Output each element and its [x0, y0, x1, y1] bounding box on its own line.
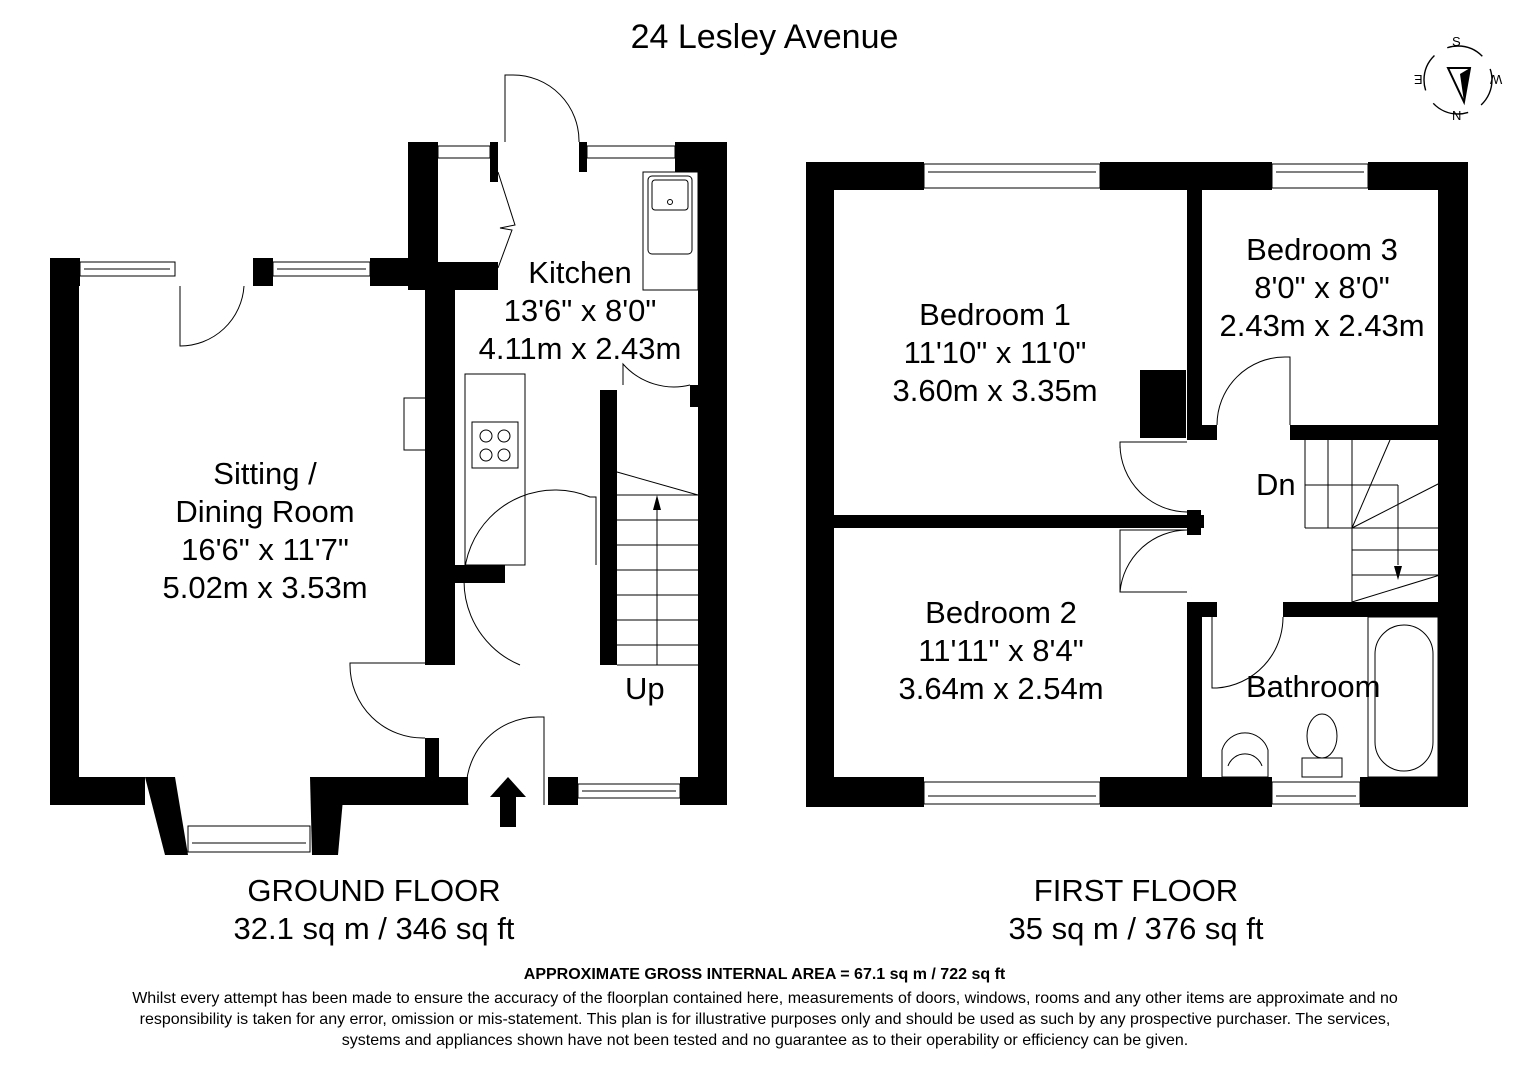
room-name-line1: Sitting /	[213, 456, 317, 491]
room-label-bathroom: Bathroom	[1246, 669, 1381, 704]
room-metric: 4.11m x 2.43m	[478, 331, 682, 366]
room-imperial: 11'11" x 8'4"	[918, 633, 1084, 668]
floor-name: GROUND FLOOR	[247, 873, 501, 908]
room-metric: 2.43m x 2.43m	[1219, 308, 1425, 343]
compass: S W N E	[1412, 34, 1504, 126]
room-imperial: 11'10" x 11'0"	[903, 335, 1087, 370]
room-label-bedroom-1: Bedroom 1 11'10" x 11'0" 3.60m x 3.35m	[860, 296, 1130, 410]
entrance-arrow-icon	[490, 777, 526, 827]
room-name: Kitchen	[528, 255, 632, 290]
room-imperial: 16'6" x 11'7"	[181, 532, 349, 567]
room-name-line2: Dining Room	[175, 494, 355, 529]
room-name: Bedroom 1	[919, 297, 1071, 332]
room-name: Bedroom 2	[925, 595, 1077, 630]
gross-internal-area: APPROXIMATE GROSS INTERNAL AREA = 67.1 s…	[523, 966, 1006, 983]
floor-area: 32.1 sq m / 346 sq ft	[233, 911, 515, 946]
room-metric: 5.02m x 3.53m	[162, 570, 368, 605]
room-imperial: 8'0" x 8'0"	[1254, 270, 1390, 305]
ground-floor-summary: GROUND FLOOR 32.1 sq m / 346 sq ft	[174, 872, 574, 948]
compass-icon	[1423, 45, 1493, 115]
room-metric: 3.64m x 2.54m	[898, 671, 1104, 706]
compass-south: S	[1452, 34, 1461, 49]
ground-floor-details	[79, 74, 699, 853]
floor-name: FIRST FLOOR	[1033, 873, 1239, 908]
first-floor-summary: FIRST FLOOR 35 sq m / 376 sq ft	[936, 872, 1336, 948]
stairs-up-label: Up	[625, 671, 665, 706]
room-label-kitchen: Kitchen 13'6" x 8'0" 4.11m x 2.43m	[462, 254, 698, 368]
stairs-down-label: Dn	[1256, 467, 1296, 502]
compass-north: N	[1452, 108, 1462, 123]
room-name: Bedroom 3	[1246, 232, 1398, 267]
room-label-sitting-dining: Sitting / Dining Room 16'6" x 11'7" 5.02…	[100, 455, 430, 607]
page-title: 24 Lesley Avenue	[630, 18, 899, 56]
room-metric: 3.60m x 3.35m	[892, 373, 1098, 408]
first-floor-details	[923, 163, 1441, 805]
room-label-bedroom-2: Bedroom 2 11'11" x 8'4" 3.64m x 2.54m	[866, 594, 1136, 708]
floor-area: 35 sq m / 376 sq ft	[1008, 911, 1264, 946]
ground-floor-plan	[50, 142, 727, 855]
room-label-bedroom-3: Bedroom 3 8'0" x 8'0" 2.43m x 2.43m	[1202, 231, 1442, 345]
first-floor-plan	[806, 162, 1468, 807]
disclaimer: Whilst every attempt has been made to en…	[132, 990, 1398, 1049]
room-imperial: 13'6" x 8'0"	[503, 293, 657, 328]
